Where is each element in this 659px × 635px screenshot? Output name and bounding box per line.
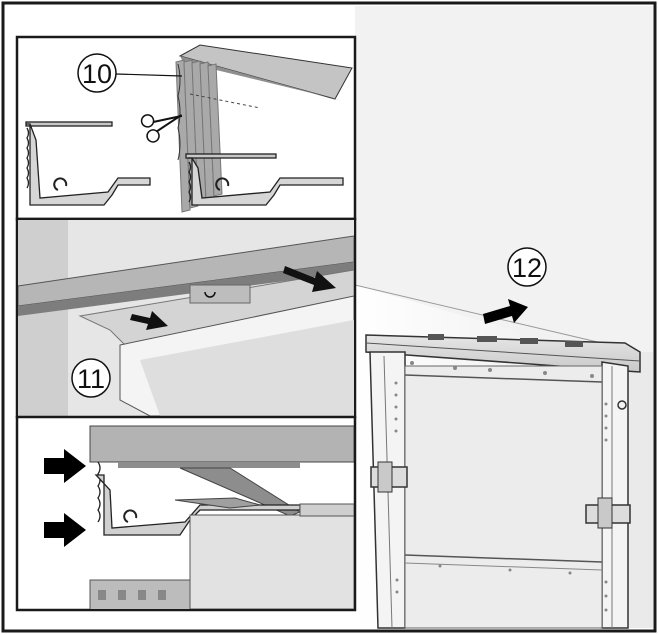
scissors-icon: [140, 114, 183, 143]
callout-11-label: 11: [77, 364, 105, 394]
main-scene: 12: [354, 6, 653, 629]
profile-before: [25, 121, 151, 206]
callout-11: 11: [71, 358, 111, 398]
profile-after: [185, 153, 344, 206]
callout-10-label: 10: [82, 59, 112, 89]
cabinet-underside: [355, 6, 653, 352]
left-hinge: [370, 461, 408, 493]
push-arrow-icon: [283, 266, 336, 292]
callout-12: 12: [507, 247, 547, 287]
push-arrow-icon: [483, 299, 528, 324]
push-arrow-icon: [44, 449, 86, 483]
panel-step-fit: [15, 415, 357, 612]
panel-step-10: 10: [15, 35, 357, 221]
push-arrow-icon: [44, 513, 86, 547]
door-panel: [404, 365, 603, 629]
callout-10: 10: [77, 53, 183, 93]
right-hinge: [585, 497, 631, 529]
callout-12-label: 12: [512, 253, 542, 283]
panel-step-11: 11: [15, 217, 357, 419]
push-arrow-icon: [130, 311, 168, 330]
